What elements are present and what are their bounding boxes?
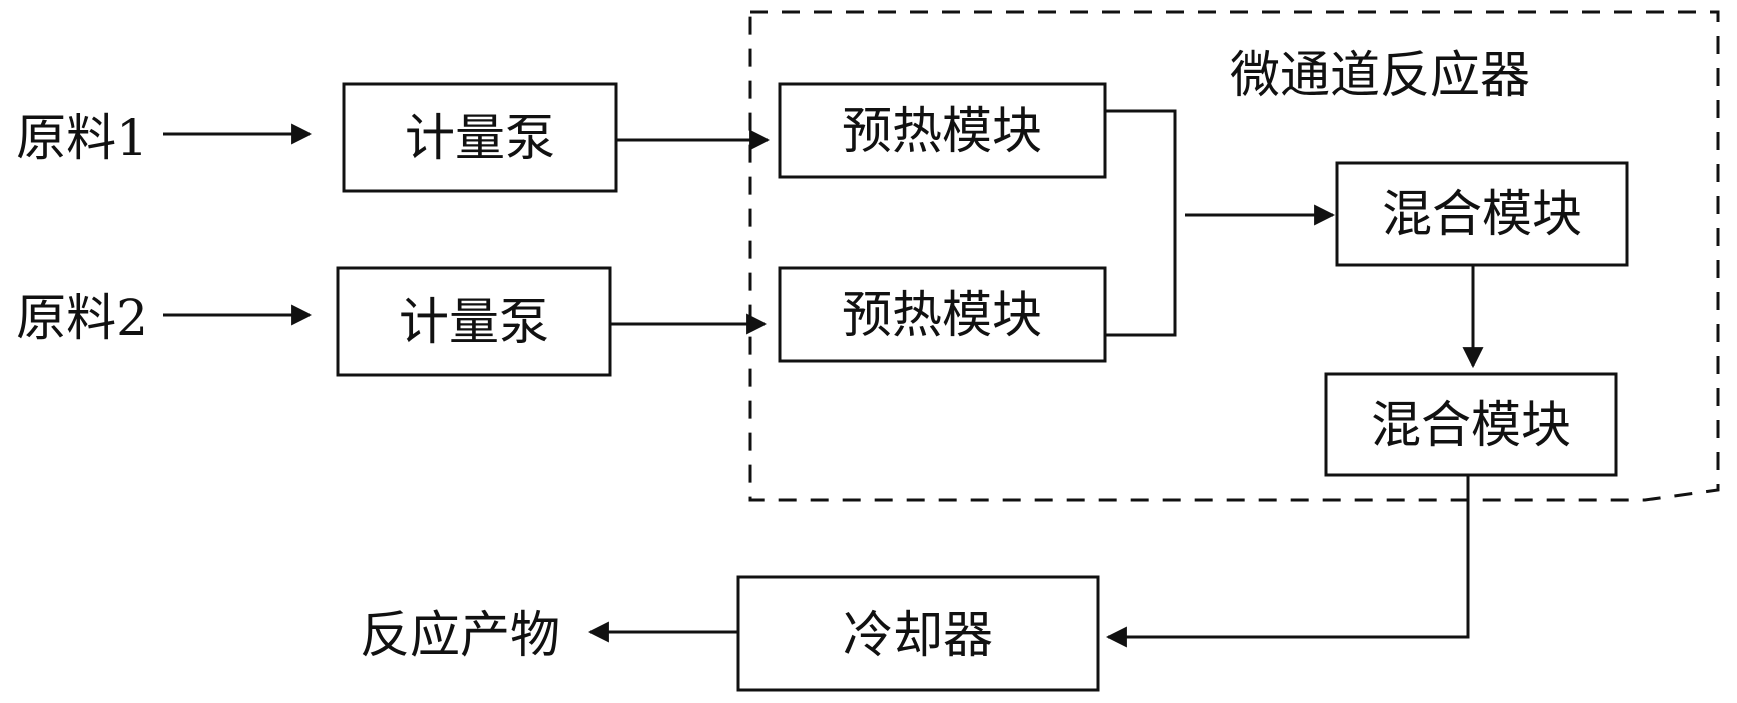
mixing2-to-cooler-line: [1108, 475, 1468, 637]
metering-pump-1: 计量泵: [344, 84, 616, 191]
metering-pump-2: 计量泵: [338, 268, 610, 375]
feed1-label: 原料1: [16, 109, 148, 167]
product-label: 反应产物: [360, 606, 560, 664]
feed2-label: 原料2: [16, 289, 148, 347]
preheat-module-1: 预热模块: [780, 84, 1105, 177]
preheat-module-1-label: 预热模块: [842, 102, 1042, 160]
preheat-module-2: 预热模块: [780, 268, 1105, 361]
metering-pump-1-label: 计量泵: [405, 109, 555, 167]
cooler-label: 冷却器: [843, 606, 993, 664]
mixing-module-1: 混合模块: [1337, 163, 1627, 265]
reactor-label: 微通道反应器: [1230, 46, 1530, 104]
mixing-module-2: 混合模块: [1326, 374, 1616, 475]
metering-pump-2-label: 计量泵: [399, 293, 549, 351]
mixing-module-1-label: 混合模块: [1382, 185, 1582, 243]
mixing-module-2-label: 混合模块: [1371, 396, 1571, 454]
preheat-merge-line: [1105, 111, 1175, 335]
cooler: 冷却器: [738, 577, 1098, 690]
preheat-module-2-label: 预热模块: [842, 286, 1042, 344]
